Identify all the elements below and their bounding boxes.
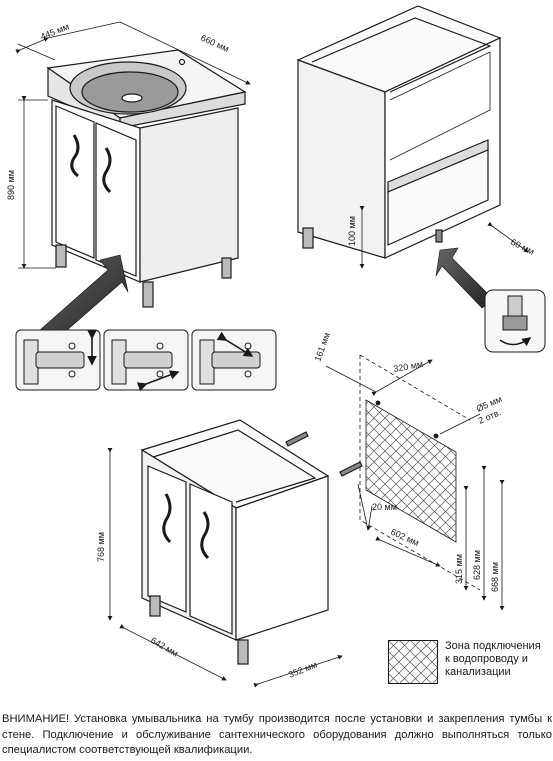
dim-660: 660 мм bbox=[199, 33, 230, 54]
dim-602: 602 мм bbox=[389, 527, 420, 548]
warning-notice: ВНИМАНИЕ! Установка умывальника на тумбу… bbox=[2, 713, 552, 756]
dim-628: 628 мм bbox=[472, 550, 482, 580]
assembly-diagram: 445 мм 660 мм 890 мм 100 мм 60 мм bbox=[6, 5, 546, 688]
top-right-dimension-lines bbox=[359, 206, 529, 269]
cabinet-frame bbox=[296, 5, 502, 259]
hinge-inset-2 bbox=[103, 329, 189, 392]
dim-768: 768 мм bbox=[96, 532, 106, 562]
callout-arrow-hinges bbox=[39, 254, 129, 339]
leg-adjust-inset bbox=[484, 289, 546, 353]
legend-label: Зона подключения к водопроводу и канализ… bbox=[445, 640, 541, 678]
dim-315: 315 мм bbox=[454, 554, 464, 584]
top-left-dimension-lines bbox=[15, 21, 251, 269]
dim-100: 100 мм bbox=[347, 216, 357, 246]
hinge-inset-3 bbox=[191, 329, 277, 391]
dim-445: 445 мм bbox=[39, 21, 70, 41]
dim-20: 20 мм bbox=[372, 502, 397, 512]
connection-zone-hatched bbox=[365, 399, 457, 543]
wall-zone bbox=[107, 354, 505, 688]
dim-320: 320 мм bbox=[393, 359, 424, 374]
dim-352: 352 мм bbox=[287, 659, 318, 679]
vanity-with-basin bbox=[46, 49, 247, 308]
dim-642: 642 мм bbox=[149, 635, 180, 659]
cabinet-mounting bbox=[140, 419, 363, 665]
dim-668: 668 мм bbox=[490, 562, 500, 592]
dim-890: 890 мм bbox=[6, 170, 16, 200]
dim-161: 161 мм bbox=[312, 331, 332, 363]
legend-swatch bbox=[388, 640, 438, 684]
legend: Зона подключения к водопроводу и канализ… bbox=[388, 640, 553, 686]
dim-60: 60 мм bbox=[509, 237, 536, 257]
hinge-inset-1 bbox=[15, 329, 101, 391]
